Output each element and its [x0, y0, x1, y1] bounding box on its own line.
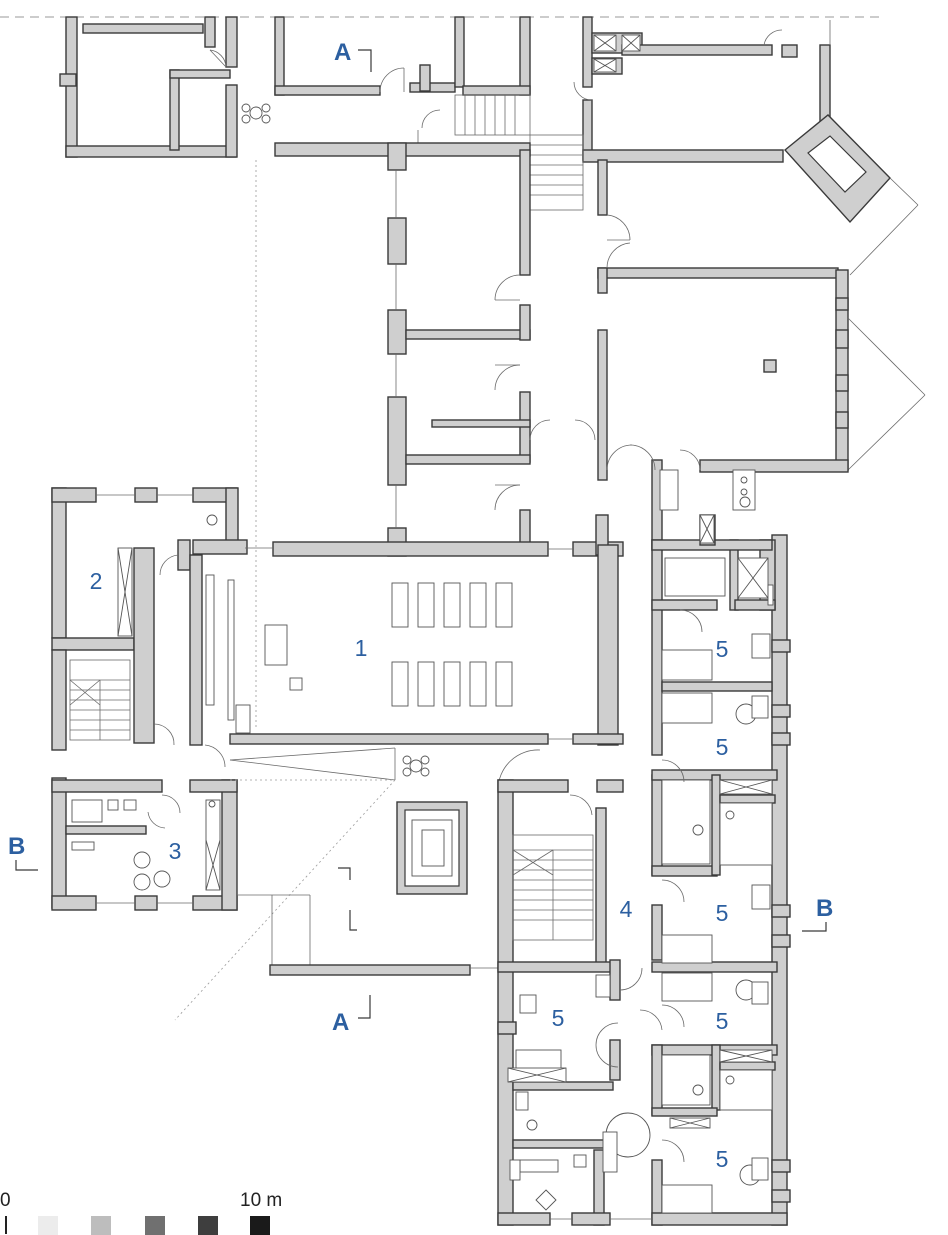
room-1-bed-rows: [391, 582, 513, 707]
room-2-label: 2: [90, 568, 103, 594]
room-1-label: 1: [355, 635, 368, 661]
scale-swatch: [91, 1216, 111, 1235]
room-5-label: 5: [552, 1005, 565, 1031]
section-markers: A A B B: [8, 39, 833, 1036]
scale-swatch: [145, 1216, 165, 1235]
room-5-furniture: [661, 633, 773, 1214]
room-5-label: 5: [716, 900, 729, 926]
room-3-label: 3: [169, 838, 182, 864]
section-b-left-mark: [15, 860, 38, 871]
section-a-top-mark: [358, 49, 372, 72]
room-1-hall: [229, 160, 624, 746]
central-wing: [274, 142, 926, 557]
section-b-right-mark: [802, 922, 827, 932]
scale-swatch: [198, 1216, 218, 1235]
courtyard: [174, 747, 541, 1021]
section-b-right-label: B: [816, 895, 833, 922]
scale-end-label: 10 m: [240, 1190, 282, 1211]
outdoor-table-icon: [241, 103, 271, 124]
scale-origin-tick: [5, 1216, 7, 1234]
courtyard-table-icon: [402, 755, 430, 777]
scale-bar: 0 10 m: [0, 1190, 282, 1235]
top-left-block: [59, 16, 271, 158]
section-a-bottom-mark: [358, 995, 371, 1019]
room-4-label: 4: [620, 896, 633, 922]
room-3-fixtures: [71, 799, 221, 891]
top-center-block: [274, 16, 531, 144]
room-5-label: 5: [716, 1008, 729, 1034]
south-wing: [497, 469, 791, 1226]
room-5-label: 5: [716, 734, 729, 760]
section-b-left-label: B: [8, 833, 25, 860]
room-5-label: 5: [716, 1146, 729, 1172]
room-5-label: 5: [716, 636, 729, 662]
west-block: [51, 487, 248, 911]
scale-start-label: 0: [0, 1190, 11, 1211]
top-right-block: [529, 16, 919, 276]
main-stair: [512, 834, 594, 941]
scale-swatch: [250, 1216, 270, 1235]
room-labels: 1 2 3 4 5 5 5 5 5 5: [90, 568, 729, 1172]
scale-swatch: [38, 1216, 58, 1235]
section-a-top-label: A: [334, 39, 351, 66]
section-a-bottom-label: A: [332, 1009, 349, 1036]
